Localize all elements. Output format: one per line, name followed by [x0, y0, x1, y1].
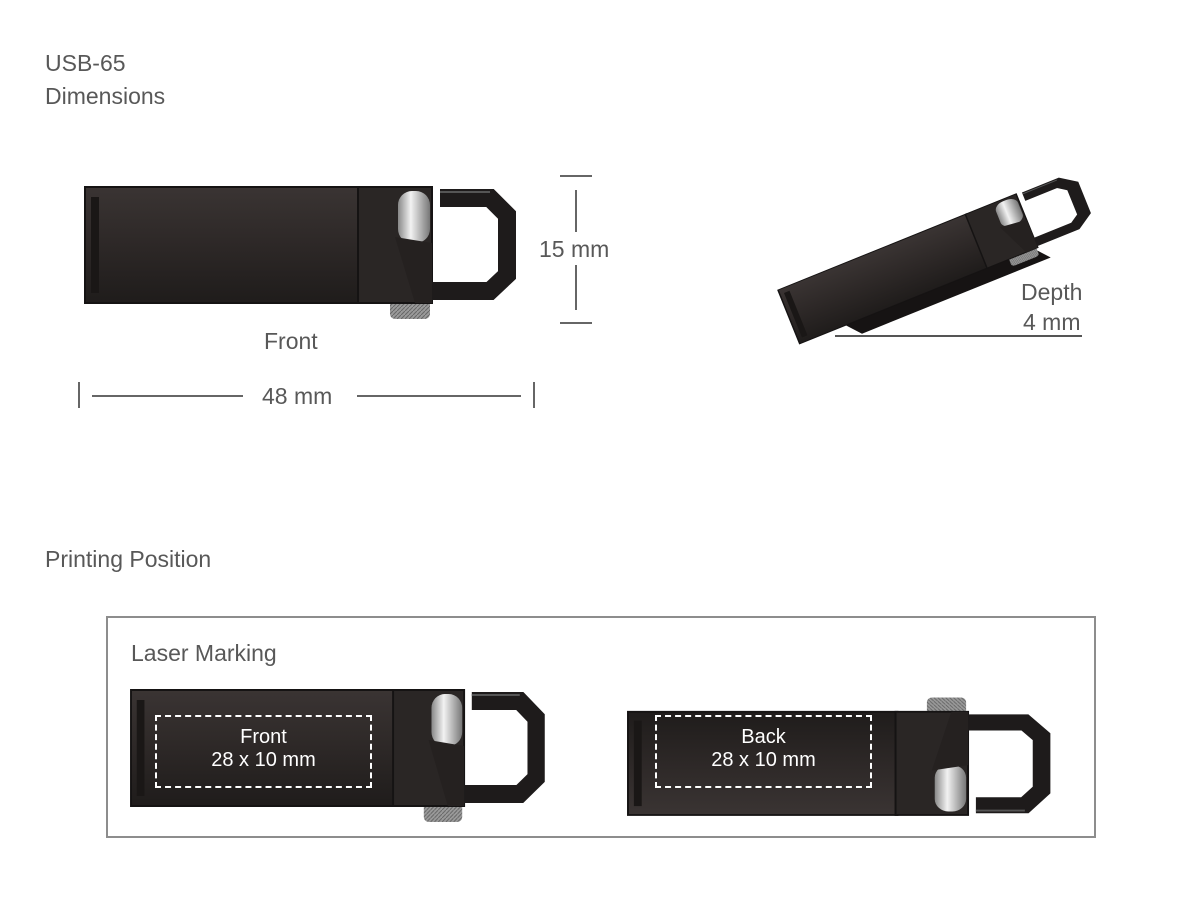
- height-dimension-line: [560, 175, 592, 324]
- print-area-size: 28 x 10 mm: [211, 749, 316, 771]
- width-value: 48 mm: [262, 383, 333, 409]
- print-area-side: Front: [240, 726, 287, 748]
- height-value: 15 mm: [539, 236, 610, 262]
- print-area-back-label: Back 28 x 10 mm: [655, 726, 872, 772]
- print-area-front: [155, 715, 372, 788]
- usb-front-view: [85, 187, 507, 319]
- laser-marking-heading: Laser Marking: [131, 640, 277, 666]
- print-area-side: Back: [741, 726, 786, 748]
- laser-marking-panel: [106, 616, 1096, 838]
- model-title: USB-65: [45, 50, 126, 76]
- print-area-size: 28 x 10 mm: [711, 749, 816, 771]
- usb-perspective-view: [778, 173, 1095, 357]
- width-dimension-line: [78, 382, 535, 408]
- front-caption: Front: [264, 328, 318, 354]
- depth-label: Depth: [1021, 279, 1083, 305]
- depth-value: 4 mm: [1023, 309, 1081, 335]
- printing-position-heading: Printing Position: [45, 546, 212, 572]
- print-area-front-label: Front 28 x 10 mm: [155, 726, 372, 772]
- dimensions-heading: Dimensions: [45, 83, 166, 109]
- print-area-back: [655, 715, 872, 788]
